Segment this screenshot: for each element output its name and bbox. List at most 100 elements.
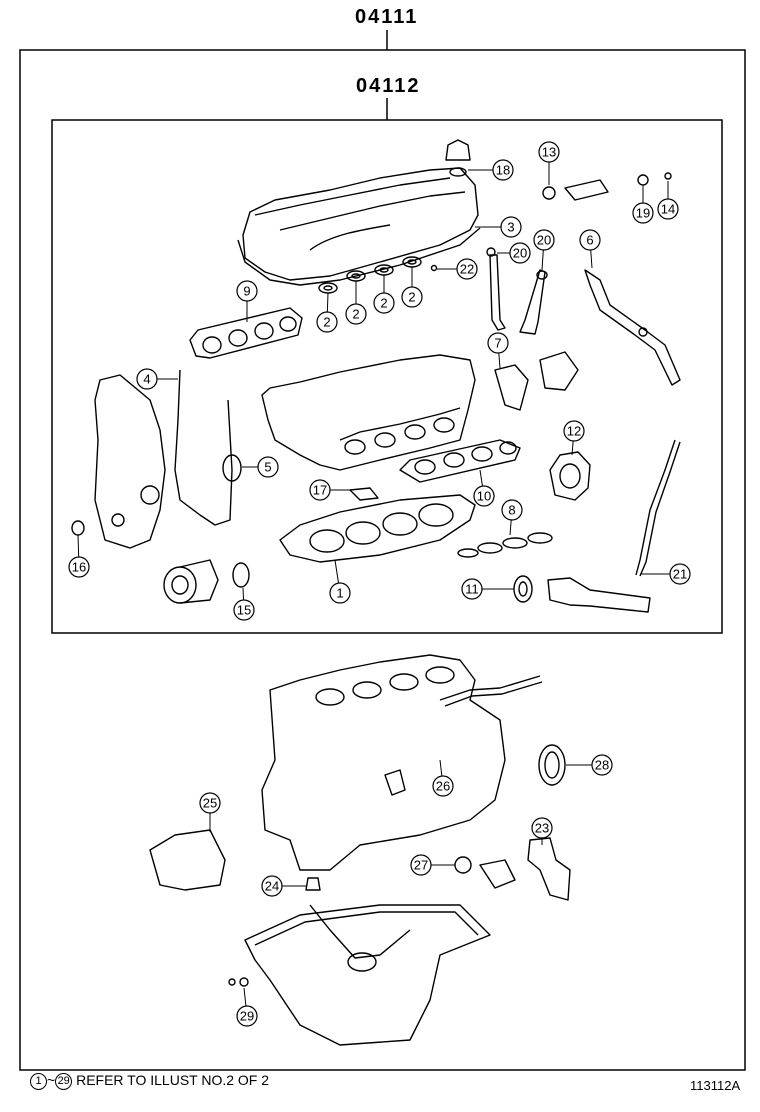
callout-bubble-20 bbox=[509, 242, 531, 264]
callout-18: 18 bbox=[468, 159, 514, 181]
callout-3: 3 bbox=[475, 216, 522, 238]
callout-24: 24 bbox=[261, 875, 306, 897]
callout-5: 5 bbox=[242, 456, 279, 478]
oil-dipstick-guide-drawing bbox=[635, 439, 681, 577]
callout-bubble-2 bbox=[316, 311, 338, 333]
callout-number-2: 2 bbox=[380, 296, 387, 311]
callout-10: 10 bbox=[473, 469, 495, 507]
oil-pan-drawing bbox=[244, 904, 491, 1046]
callout-11: 11 bbox=[461, 578, 514, 600]
callout-26: 26 bbox=[432, 759, 454, 797]
callout-bubble-20 bbox=[533, 229, 555, 251]
callout-number-4: 4 bbox=[143, 372, 150, 387]
callout-21: 21 bbox=[640, 563, 691, 585]
callout-number-6: 6 bbox=[586, 233, 593, 248]
callout-bubble-3 bbox=[500, 216, 522, 238]
callout-number-23: 23 bbox=[535, 821, 549, 836]
plug-20-drawing bbox=[486, 247, 496, 257]
cylinder-head-gasket-drawing bbox=[279, 494, 476, 563]
callout-bubble-19 bbox=[632, 202, 654, 224]
oil-filler-cap-drawing bbox=[445, 139, 471, 177]
callout-number-24: 24 bbox=[265, 879, 279, 894]
intake-manifold-gasket-drawing bbox=[189, 307, 303, 359]
callout-number-18: 18 bbox=[496, 163, 510, 178]
callout-bubble-15 bbox=[233, 599, 255, 621]
callout-9: 9 bbox=[236, 280, 258, 322]
callout-bubble-21 bbox=[669, 563, 691, 585]
illustration-code: 113112A bbox=[690, 1078, 741, 1093]
footnote: 1~29 REFER TO ILLUST NO.2 OF 2 bbox=[30, 1072, 269, 1090]
callout-2: 2 bbox=[401, 267, 423, 308]
footnote-range-end: 29 bbox=[55, 1072, 73, 1090]
callout-number-14: 14 bbox=[661, 202, 675, 217]
callout-bubble-25 bbox=[199, 792, 221, 814]
callout-22: 22 bbox=[437, 258, 478, 280]
cylinder-head-drawing bbox=[261, 354, 476, 471]
callout-16: 16 bbox=[68, 534, 90, 578]
cylinder-block-drawing bbox=[261, 654, 543, 871]
callout-number-5: 5 bbox=[264, 460, 271, 475]
ring-14-drawing bbox=[664, 172, 672, 180]
callout-bubble-8 bbox=[501, 499, 523, 521]
water-outlet-drawing bbox=[564, 179, 609, 201]
crankshaft-pulley-drawing bbox=[163, 559, 250, 604]
callout-number-13: 13 bbox=[542, 145, 556, 160]
outer-kit-frame bbox=[19, 49, 746, 1071]
callout-2: 2 bbox=[345, 281, 367, 325]
cylinder-head-cover-drawing bbox=[237, 167, 481, 286]
callout-number-11: 11 bbox=[465, 582, 479, 597]
callout-bubble-7 bbox=[487, 332, 509, 354]
timing-cover-25-drawing bbox=[149, 829, 226, 891]
footnote-range-start: 1 bbox=[30, 1072, 47, 1090]
footnote-text: REFER TO ILLUST NO.2 OF 2 bbox=[76, 1072, 270, 1088]
callout-bubble-17 bbox=[309, 479, 331, 501]
callout-bubble-11 bbox=[461, 578, 483, 600]
ring-22-drawing bbox=[430, 264, 438, 272]
kit-outer-part-number: 04111 bbox=[355, 6, 419, 28]
footnote-tilde: ~ bbox=[47, 1072, 56, 1088]
callout-20: 20 bbox=[497, 242, 531, 264]
callout-number-19: 19 bbox=[636, 206, 650, 221]
callout-number-20: 20 bbox=[537, 233, 551, 248]
small-gasket-set-drawing bbox=[457, 532, 553, 558]
callout-bubble-10 bbox=[473, 485, 495, 507]
callout-bubble-16 bbox=[68, 556, 90, 578]
callout-number-22: 22 bbox=[460, 262, 474, 277]
callout-bubble-13 bbox=[538, 141, 560, 163]
callout-12: 12 bbox=[563, 420, 585, 456]
callout-bubble-4 bbox=[136, 368, 158, 390]
callout-number-27: 27 bbox=[414, 858, 428, 873]
callout-number-20: 20 bbox=[513, 246, 527, 261]
kit-inner-part-number: 04112 bbox=[356, 75, 421, 97]
callout-bubble-6 bbox=[579, 229, 601, 251]
spark-plug-tube-gaskets-drawing bbox=[318, 256, 422, 294]
oil-filter-bracket-drawing bbox=[527, 837, 571, 901]
inner-kit-frame bbox=[51, 119, 723, 634]
callout-number-3: 3 bbox=[507, 220, 514, 235]
callout-number-2: 2 bbox=[323, 315, 330, 330]
callout-number-9: 9 bbox=[243, 284, 250, 299]
callout-2: 2 bbox=[316, 292, 338, 333]
ring-19-drawing bbox=[637, 174, 649, 186]
callout-bubble-9 bbox=[236, 280, 258, 302]
callout-8: 8 bbox=[501, 499, 523, 536]
callout-number-2: 2 bbox=[352, 307, 359, 322]
thermostat-housing-drawing bbox=[539, 351, 579, 391]
callout-17: 17 bbox=[309, 479, 350, 501]
callout-bubble-18 bbox=[492, 159, 514, 181]
callout-23: 23 bbox=[531, 817, 553, 845]
bolt-17-drawing bbox=[349, 487, 379, 501]
callout-number-12: 12 bbox=[567, 424, 581, 439]
callout-bubble-14 bbox=[657, 198, 679, 220]
callout-15: 15 bbox=[233, 587, 255, 621]
callout-number-17: 17 bbox=[313, 483, 327, 498]
plug-29-drawing bbox=[228, 978, 236, 986]
callout-bubble-28 bbox=[591, 754, 613, 776]
callout-bubble-22 bbox=[456, 258, 478, 280]
valve-and-seal-drawing bbox=[489, 254, 548, 335]
callout-1: 1 bbox=[329, 559, 351, 604]
timing-chain-cover-drawing bbox=[94, 369, 242, 549]
callout-number-2: 2 bbox=[408, 290, 415, 305]
callout-2: 2 bbox=[373, 275, 395, 314]
